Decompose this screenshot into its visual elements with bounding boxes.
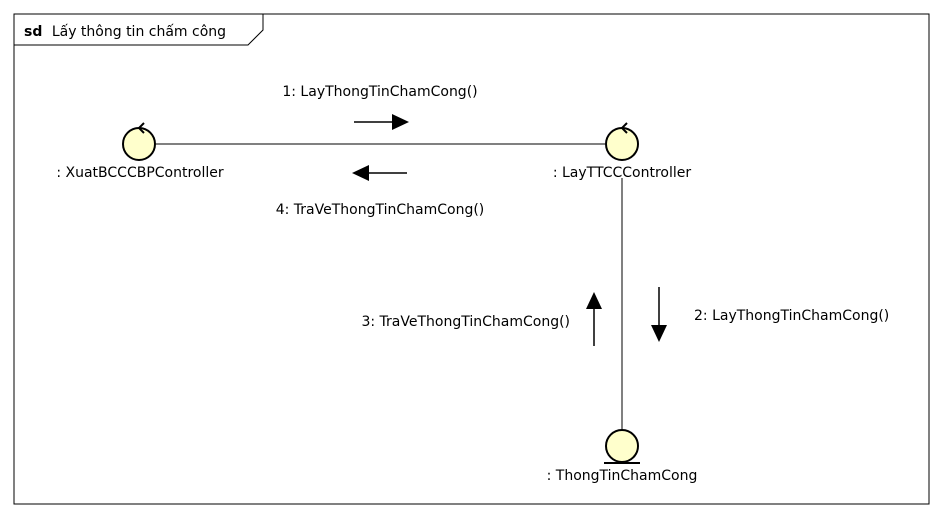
frame-name: Lấy thông tin chấm công: [52, 24, 226, 40]
object-label: : ThongTinChamCong: [547, 468, 698, 484]
message-3: 3: TraVeThongTinChamCong(): [361, 292, 602, 346]
entity-circle: [605, 429, 639, 463]
message-4: 4: TraVeThongTinChamCong(): [276, 165, 485, 218]
object-xuatbcccbpcontroller[interactable]: : XuatBCCCBPController: [56, 122, 224, 181]
control-arrowhead: [620, 122, 628, 134]
frame-title: sd Lấy thông tin chấm công: [24, 24, 226, 40]
object-label: : LayTTCCController: [553, 165, 692, 181]
message-label: 2: LayThongTinChamCong(): [694, 308, 889, 324]
message-2: 2: LayThongTinChamCong(): [651, 287, 889, 342]
message-label: 1: LayThongTinChamCong(): [282, 84, 477, 100]
arrow-right-icon: [392, 114, 409, 130]
arrow-left-icon: [352, 165, 369, 181]
control-circle: [605, 127, 639, 161]
message-label: 3: TraVeThongTinChamCong(): [361, 314, 570, 330]
message-label: 4: TraVeThongTinChamCong(): [276, 202, 485, 218]
control-arrowhead: [137, 122, 145, 134]
arrow-down-icon: [651, 325, 667, 342]
object-label: : XuatBCCCBPController: [56, 165, 224, 181]
object-layttcccontroller[interactable]: : LayTTCCController: [553, 122, 692, 181]
arrow-up-icon: [586, 292, 602, 309]
diagram-frame: [13, 13, 930, 505]
frame-title-tab: [14, 14, 264, 46]
object-thongtinchamcong[interactable]: : ThongTinChamCong: [547, 429, 698, 484]
message-1: 1: LayThongTinChamCong(): [282, 84, 478, 130]
control-circle: [122, 127, 156, 161]
frame-keyword: sd: [24, 24, 42, 40]
